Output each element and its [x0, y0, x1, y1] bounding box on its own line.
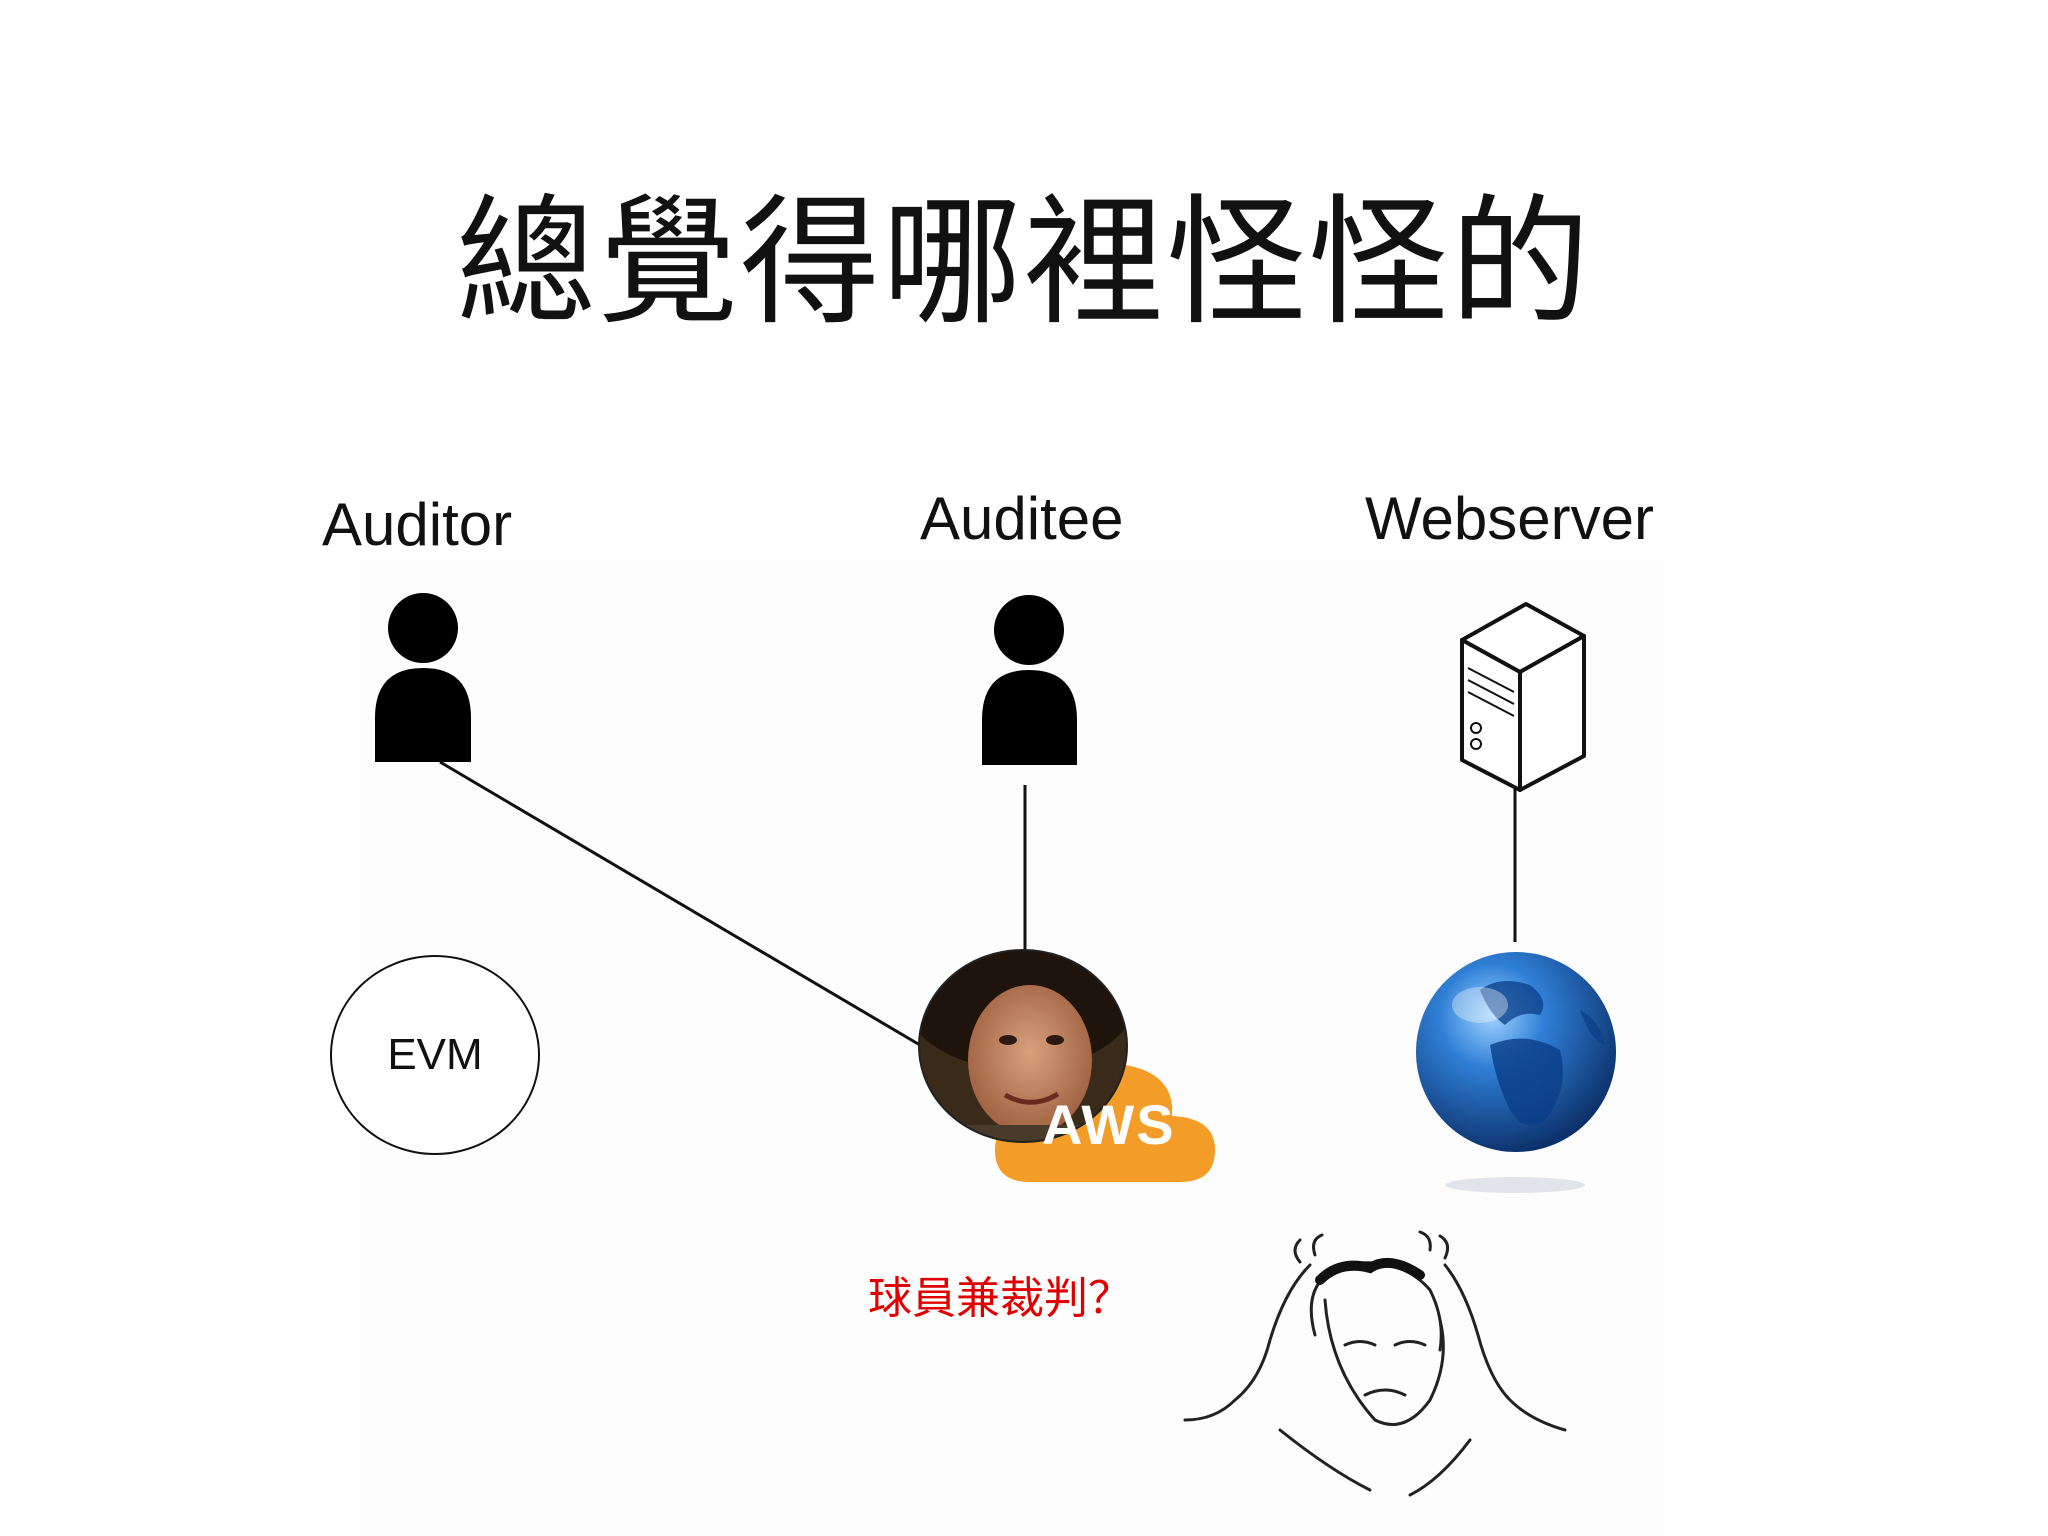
globe-icon: [1416, 952, 1616, 1193]
aws-label: AWS: [1042, 1093, 1176, 1156]
auditee-label: Auditee: [920, 485, 1124, 552]
auditee-person-icon: [982, 595, 1077, 765]
auditee-photo: [918, 949, 1128, 1143]
server-icon: [1460, 602, 1586, 792]
confused-face-icon: [1183, 1230, 1567, 1497]
auditor-person-icon: [375, 593, 471, 762]
auditor-to-auditee-line: [439, 760, 926, 1050]
webserver-label: Webserver: [1365, 485, 1654, 552]
auditor-label: Auditor: [322, 491, 513, 558]
evm-label: EVM: [387, 1030, 483, 1079]
caption-text: 球員兼裁判？: [868, 1273, 1132, 1324]
evm-node: EVM: [330, 955, 540, 1155]
slide-title: 總覺得哪裡怪怪的: [455, 182, 1592, 345]
